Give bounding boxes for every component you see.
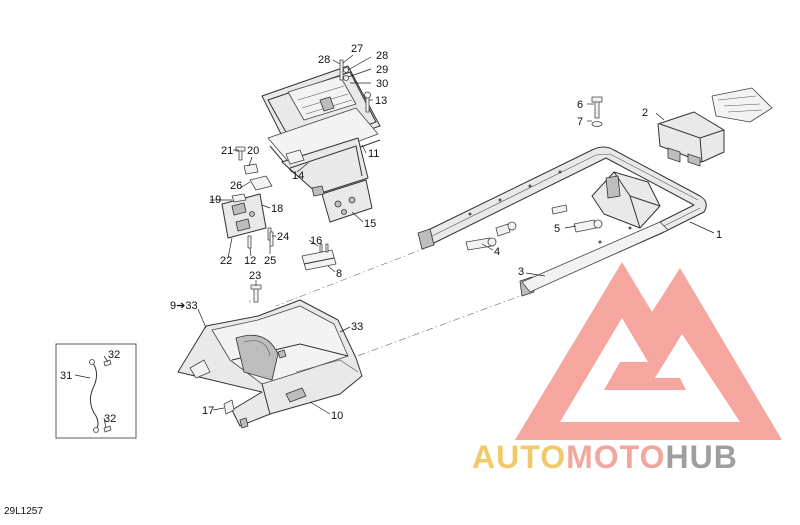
callout-14: 14: [292, 170, 304, 182]
leader-lines: [74, 54, 715, 429]
callout-18: 18: [271, 203, 283, 215]
watermark-moto: MOTO: [566, 439, 665, 475]
watermark-auto: AUTO: [472, 439, 566, 475]
inset-cable-detail: [55, 343, 137, 439]
callout-16: 16: [310, 235, 322, 247]
rear-tray: [177, 299, 363, 429]
callout-32a: 32: [108, 349, 120, 361]
fastener-23: [250, 284, 262, 303]
callout-8: 8: [336, 268, 342, 280]
callout-21: 21: [221, 145, 233, 157]
callout-20: 20: [247, 145, 259, 157]
callout-5: 5: [554, 223, 560, 235]
callout-19: 19: [209, 194, 221, 206]
watermark-hub: HUB: [665, 439, 737, 475]
watermark-wordmark: AUTOMOTOHUB: [472, 439, 738, 475]
alignment-lines: [249, 246, 529, 359]
callout-33: 33: [351, 321, 363, 333]
callout-12: 12: [244, 255, 256, 267]
rail-frame: [417, 146, 707, 297]
callout-1: 1: [716, 229, 722, 241]
center-bracket: [591, 171, 661, 229]
callout-26: 26: [230, 180, 242, 192]
diagram-reference-code: 29L1257: [4, 506, 43, 517]
callout-9: 9➔33: [170, 300, 198, 312]
left-bracket-assembly: [221, 146, 274, 249]
callout-24: 24: [277, 231, 289, 243]
callout-11: 11: [368, 148, 379, 160]
callout-4: 4: [494, 246, 500, 258]
callout-10: 10: [331, 410, 343, 422]
callout-29: 29: [376, 64, 388, 76]
callout-7: 7: [577, 116, 583, 128]
callout-31: 31: [60, 370, 72, 382]
callout-6: 6: [577, 99, 583, 111]
callout-17: 17: [202, 405, 214, 417]
callout-3: 3: [518, 266, 524, 278]
mid-bracket-assembly: [281, 137, 373, 223]
clamp-block: [657, 87, 773, 167]
callout-13: 13: [375, 95, 387, 107]
callout-2: 2: [642, 107, 648, 119]
watermark-logo: [515, 262, 782, 440]
svg-text:AUTOMOTOHUB: AUTOMOTOHUB: [472, 439, 738, 475]
callout-28a: 28: [318, 54, 330, 66]
clip-part: [301, 243, 337, 271]
callout-22: 22: [220, 255, 232, 267]
fastener-17: [223, 399, 235, 415]
callout-23: 23: [249, 270, 261, 282]
callout-15: 15: [364, 218, 376, 230]
callout-30: 30: [376, 78, 388, 90]
callout-25: 25: [264, 255, 276, 267]
callout-27: 27: [351, 43, 363, 55]
fasteners-rail: [465, 96, 603, 251]
callout-labels: 1 2 3 4 5 6 7 8 9➔33 10 11 12 13 14 15 1…: [60, 43, 722, 425]
callout-28b: 28: [376, 50, 388, 62]
callout-32b: 32: [104, 413, 116, 425]
